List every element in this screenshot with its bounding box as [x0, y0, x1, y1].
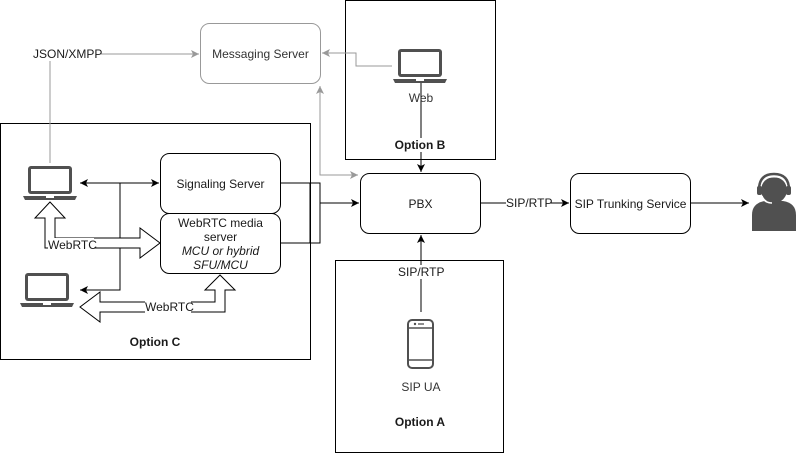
laptop-icon-web	[393, 49, 447, 83]
sip-rtp-trunk-label: SIP/RTP	[506, 196, 553, 210]
edge-web-messaging	[322, 49, 392, 67]
smartphone-icon	[407, 319, 434, 369]
headset-agent-icon	[752, 172, 796, 231]
edge-json-xmpp	[49, 50, 199, 163]
edge-signaling-pbx	[281, 182, 321, 244]
pbx-label: PBX	[408, 196, 433, 211]
webrtc-media-line4: SFU/MCU	[193, 257, 248, 272]
webrtc-media-server-box[interactable]	[160, 213, 281, 274]
laptop-icon-top	[23, 166, 77, 200]
webrtc-arrow-bottom	[79, 274, 237, 323]
webrtc-top-label: WebRTC	[48, 238, 97, 252]
signaling-server-label: Signaling Server	[176, 176, 265, 191]
webrtc-media-line2: server	[203, 229, 238, 244]
messaging-server-label: Messaging Server	[212, 46, 309, 61]
webrtc-media-line1: WebRTC media	[178, 215, 263, 230]
web-client-label: Web	[408, 91, 434, 105]
sip-trunking-label: SIP Trunking Service	[574, 196, 687, 211]
json-xmpp-label: JSON/XMPP	[33, 47, 103, 61]
option-b-title: Option B	[380, 138, 460, 152]
laptop-icon-bottom	[20, 273, 74, 307]
option-a-group	[335, 260, 504, 453]
sip-ua-label: SIP UA	[390, 380, 452, 394]
messaging-server-box[interactable]	[200, 23, 321, 84]
webrtc-bottom-label: WebRTC	[145, 300, 194, 314]
sip-trunking-box[interactable]	[570, 173, 691, 234]
option-c-title: Option C	[115, 335, 195, 349]
option-a-title: Option A	[380, 415, 460, 429]
webrtc-media-server-label: WebRTC media server MCU or hybrid SFU/MC…	[160, 213, 281, 274]
webrtc-media-line3: MCU or hybrid	[181, 243, 260, 258]
pbx-box[interactable]	[360, 173, 481, 234]
edge-messaging-pbx	[316, 86, 358, 176]
sip-rtp-ua-label: SIP/RTP	[398, 265, 445, 279]
